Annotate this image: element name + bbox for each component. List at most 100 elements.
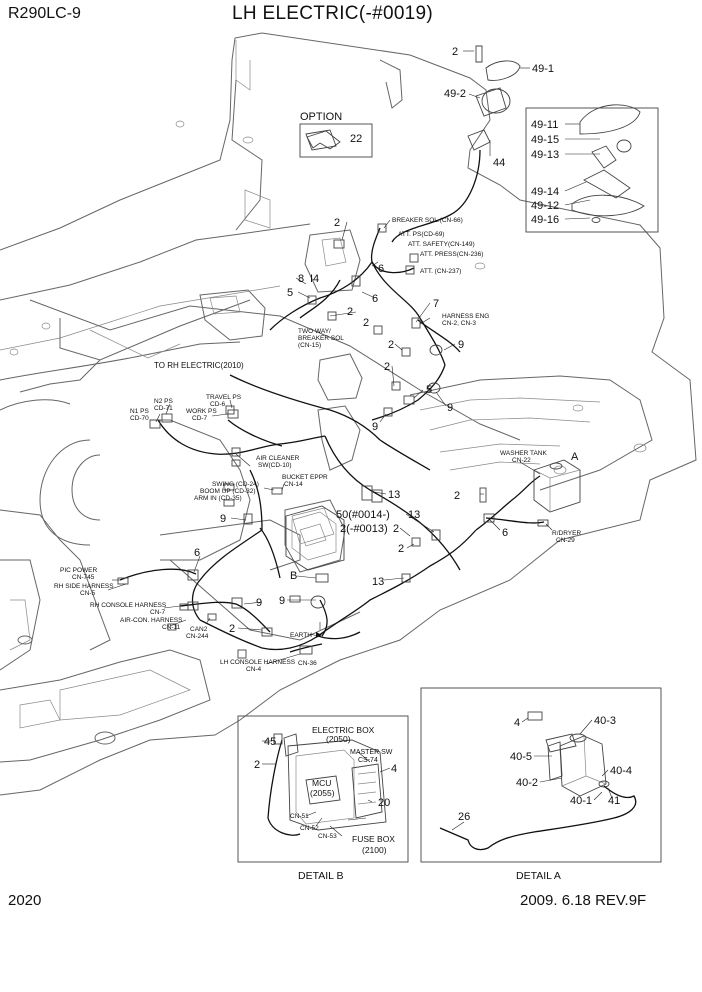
machine-frame bbox=[0, 32, 697, 796]
part-49-13: 49-13 bbox=[531, 149, 559, 161]
label-pic-power-1: PIC POWER bbox=[60, 567, 98, 574]
detail-b-part-20: 20 bbox=[378, 797, 390, 809]
part-49-11: 49-11 bbox=[531, 119, 558, 131]
part-13-c: 13 bbox=[372, 576, 384, 588]
label-n1-ps-1: N1 PS bbox=[130, 408, 149, 415]
detail-a-title: DETAIL A bbox=[516, 870, 561, 882]
detail-b-mcu-2: (2055) bbox=[310, 788, 335, 798]
label-rh-side-2: CN-5 bbox=[80, 590, 96, 597]
electric-box-assembly bbox=[285, 505, 345, 571]
label-att-cn237: ATT. (CN-237) bbox=[420, 268, 461, 275]
label-lh-console-2: CN-36 bbox=[298, 660, 317, 667]
part-2-f: 2 bbox=[454, 490, 460, 502]
part-2-i: 2 bbox=[398, 543, 404, 555]
detail-b-title: DETAIL B bbox=[298, 870, 344, 882]
part-2-g: 2(-#0013) bbox=[340, 523, 388, 535]
label-r-dryer-2: CN-29 bbox=[556, 537, 575, 544]
label-washer-tank-1: WASHER TANK bbox=[500, 450, 547, 457]
label-r-dryer-1: R/DRYER bbox=[552, 530, 581, 537]
label-arm-in: ARM IN (CD-35) bbox=[194, 495, 242, 502]
part-50: 50(#0014-) bbox=[336, 509, 390, 521]
label-can2-1: CAN2 bbox=[190, 626, 208, 633]
detail-a-part-40-2: 40-2 bbox=[516, 777, 538, 789]
part-9-c: 9 bbox=[372, 421, 378, 433]
part-6-b: 6 bbox=[372, 293, 378, 305]
option-box bbox=[299, 123, 373, 158]
part-2-c: 2 bbox=[363, 317, 369, 329]
part-2-e: 2 bbox=[384, 361, 390, 373]
connector-labels: BREAKER SOL.(CN-66) ATT. PS(CD-69) ATT. … bbox=[54, 217, 581, 673]
part-2-j: 2 bbox=[229, 623, 235, 635]
detail-b-cn51: CN-51 bbox=[290, 813, 309, 820]
part-14: I4 bbox=[310, 273, 319, 285]
part-49-14: 49-14 bbox=[531, 186, 559, 198]
part-2-d: 2 bbox=[388, 339, 394, 351]
washer-tank bbox=[533, 459, 581, 513]
part-9-f: 9 bbox=[279, 595, 285, 607]
detail-b-electric-box-2: (2050) bbox=[326, 734, 351, 744]
part-9-b: 9 bbox=[447, 402, 453, 414]
option-label: OPTION bbox=[300, 111, 342, 123]
label-can2-2: CN-244 bbox=[186, 633, 209, 640]
label-att-safety: ATT. SAFETY(CN-149) bbox=[408, 241, 475, 248]
wire-harness bbox=[119, 149, 545, 653]
label-air-cleaner-2: SW(CD-10) bbox=[258, 462, 292, 469]
label-earth: EARTH bbox=[290, 632, 312, 639]
label-rh-side-1: RH SIDE HARNESS bbox=[54, 583, 114, 590]
detail-49-panel bbox=[525, 104, 659, 233]
label-washer-tank-2: CN-22 bbox=[512, 457, 531, 464]
label-bucket-eppr-2: CN-14 bbox=[284, 481, 303, 488]
detail-b-cn53: CN-53 bbox=[318, 833, 337, 840]
label-travel-ps-2: CD-6 bbox=[210, 401, 226, 408]
page-title: LH ELECTRIC(-#0019) bbox=[232, 3, 434, 24]
part-number-labels: 2 49-1 49-2 44 49-11 49-15 49-13 49-14 4… bbox=[194, 46, 579, 635]
detail-b-master-sw-1: MASTER SW bbox=[350, 749, 393, 756]
detail-b-part-2: 2 bbox=[254, 759, 260, 771]
part-6-d: 6 bbox=[194, 547, 200, 559]
detail-a-part-41: 41 bbox=[608, 795, 620, 807]
label-travel-ps-1: TRAVEL PS bbox=[206, 394, 242, 401]
part-49-2: 49-2 bbox=[444, 88, 466, 100]
part-49-15: 49-15 bbox=[531, 134, 559, 146]
label-breaker-sol: BREAKER SOL.(CN-66) bbox=[392, 217, 463, 224]
part-9-d: 9 bbox=[220, 513, 226, 525]
part-7: 7 bbox=[433, 298, 439, 310]
detail-a-part-26: 26 bbox=[458, 811, 470, 823]
part-9-e: 9 bbox=[256, 597, 262, 609]
part-13-b: 13 bbox=[408, 509, 420, 521]
option-part-22: 22 bbox=[350, 133, 362, 145]
model-code: R290LC-9 bbox=[8, 5, 81, 22]
label-n2-ps-1: N2 PS bbox=[154, 398, 173, 405]
detail-b-mcu-1: MCU bbox=[312, 778, 331, 788]
part-A: A bbox=[571, 451, 579, 463]
label-harness-eng-1: HARNESS ENG bbox=[442, 313, 489, 320]
label-work-ps-2: CD-7 bbox=[192, 415, 208, 422]
label-aircon-2: CN-11 bbox=[162, 624, 181, 631]
label-two-way-2: BREAKER SOL bbox=[298, 335, 344, 342]
part-5-b: 5 bbox=[426, 384, 432, 396]
part-B: B bbox=[290, 570, 297, 582]
part-13-a: 13 bbox=[388, 489, 400, 501]
part-49-12: 49-12 bbox=[531, 200, 559, 212]
label-two-way-1: TWO WAY/ bbox=[298, 328, 331, 335]
label-n2-ps-2: CD-71 bbox=[154, 405, 173, 412]
detail-b-master-sw-2: CS-74 bbox=[358, 757, 378, 764]
part-2-h: 2 bbox=[393, 523, 399, 535]
label-air-cleaner-1: AIR CLEANER bbox=[256, 455, 300, 462]
detail-b-part-4: 4 bbox=[391, 763, 397, 775]
detail-a-part-40-5: 40-5 bbox=[510, 751, 532, 763]
earth-arrow-icon bbox=[316, 632, 322, 638]
detail-a-labels: 4 40-3 40-5 40-2 40-4 40-1 41 26 DETAIL … bbox=[458, 715, 632, 882]
detail-a-part-40-1: 40-1 bbox=[570, 795, 592, 807]
label-rh-console-1: RH CONSOLE HARNESS bbox=[90, 602, 167, 609]
label-pic-power-2: CN-745 bbox=[72, 574, 95, 581]
revision-date: 2009. 6.18 REV.9F bbox=[520, 892, 647, 909]
detail-b-labels: 45 2 4 20 ELECTRIC BOX (2050) MASTER SW … bbox=[254, 725, 397, 882]
label-bucket-eppr-1: BUCKET EPPR bbox=[282, 474, 328, 481]
label-att-ps: ATT. PS(CD-69) bbox=[398, 231, 444, 238]
detail-b-box bbox=[237, 715, 409, 863]
part-9-a: 9 bbox=[458, 339, 464, 351]
part-5-a: 5 bbox=[287, 287, 293, 299]
label-work-ps-1: WORK PS bbox=[186, 408, 217, 415]
